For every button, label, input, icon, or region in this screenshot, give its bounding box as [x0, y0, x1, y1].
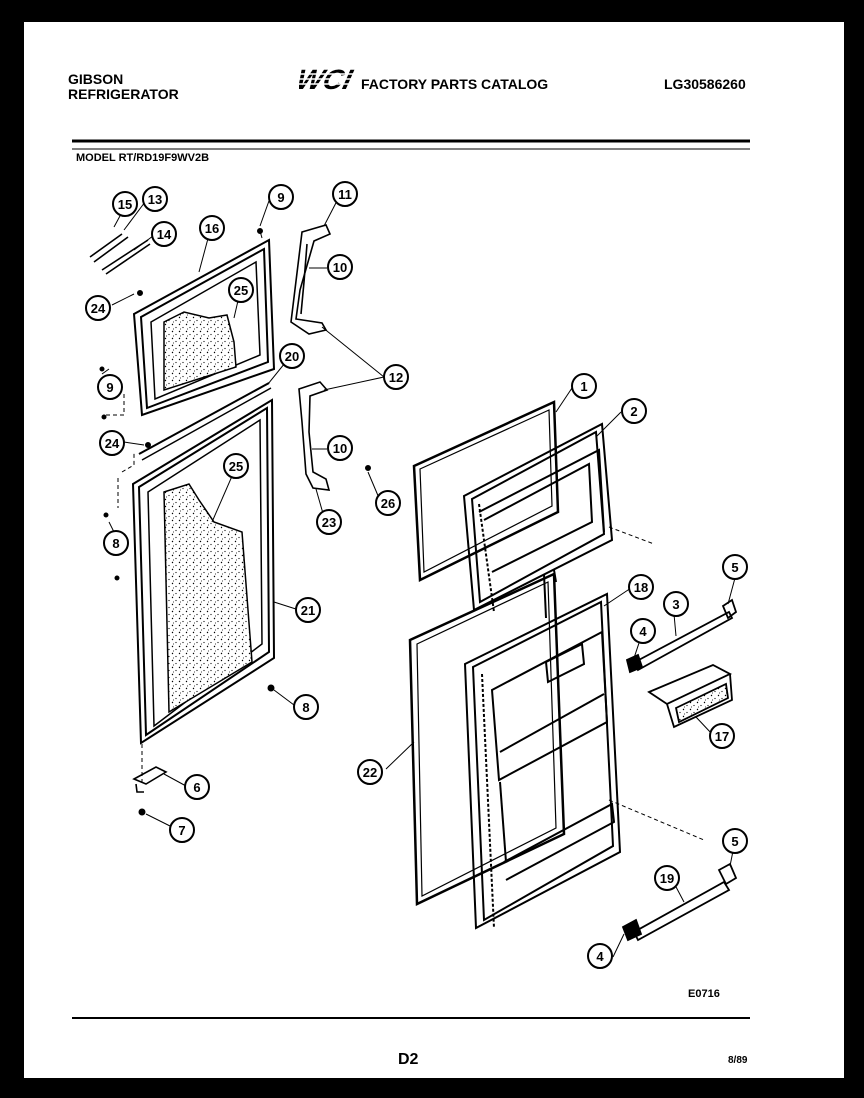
fresh-food-door — [131, 382, 276, 745]
svg-text:4: 4 — [596, 949, 604, 964]
svg-text:9: 9 — [277, 190, 284, 205]
svg-text:19: 19 — [660, 871, 674, 886]
freezer-door — [132, 238, 276, 417]
freezer-door-liner — [462, 422, 614, 613]
lower-door-rack — [621, 862, 738, 942]
callout-26: 26 — [375, 490, 401, 516]
svg-text:25: 25 — [229, 459, 243, 474]
callout-18: 18 — [628, 574, 654, 600]
callout-11: 11 — [332, 181, 358, 207]
fresh-food-door-liner — [463, 569, 622, 930]
svg-text:5: 5 — [731, 834, 738, 849]
parts-diagram-page: GIBSON REFRIGERATOR WCI FACTORY PARTS CA… — [24, 22, 844, 1078]
callout-15: 15 — [112, 191, 138, 217]
callout-5-upper: 5 — [722, 554, 748, 580]
svg-text:18: 18 — [634, 580, 648, 595]
svg-text:12: 12 — [389, 370, 403, 385]
svg-text:9: 9 — [106, 380, 113, 395]
svg-text:14: 14 — [157, 227, 172, 242]
wci-logo: WCI — [293, 64, 359, 96]
callout-4-upper: 4 — [630, 618, 656, 644]
svg-text:22: 22 — [363, 765, 377, 780]
svg-text:25: 25 — [234, 283, 248, 298]
svg-text:21: 21 — [301, 603, 315, 618]
svg-text:8: 8 — [302, 700, 309, 715]
callout-10-upper: 10 — [327, 254, 353, 280]
callout-25-lower: 25 — [223, 453, 249, 479]
callout-9-lower: 9 — [97, 374, 123, 400]
svg-text:1: 1 — [580, 379, 587, 394]
callout-5-lower: 5 — [722, 828, 748, 854]
callout-21: 21 — [295, 597, 321, 623]
svg-text:11: 11 — [338, 187, 352, 202]
lower-hinge — [298, 381, 331, 491]
logo-wordmark: WCI — [299, 64, 356, 94]
callout-19: 19 — [654, 865, 680, 891]
callout-6: 6 — [184, 774, 210, 800]
svg-text:5: 5 — [731, 560, 738, 575]
exploded-view-diagram: 15 13 14 16 9 11 10 24 25 12 9 20 1 2 24… — [72, 139, 750, 1019]
svg-text:13: 13 — [148, 192, 162, 207]
svg-text:10: 10 — [333, 260, 347, 275]
callout-13: 13 — [142, 186, 168, 212]
freezer-gasket — [412, 400, 560, 582]
upper-hinge — [290, 224, 332, 335]
model-number: MODEL RT/RD19F9WV2B — [76, 152, 210, 164]
svg-text:4: 4 — [639, 624, 647, 639]
callout-20: 20 — [279, 343, 305, 369]
callouts: 15 13 14 16 9 11 10 24 25 12 9 20 1 2 24… — [85, 181, 748, 969]
brand-product: REFRIGERATOR — [68, 86, 179, 102]
dashed-guides — [106, 394, 705, 841]
callout-12: 12 — [383, 364, 409, 390]
fasteners — [99, 228, 371, 816]
callout-25-upper: 25 — [228, 277, 254, 303]
fresh-food-gasket — [408, 572, 566, 906]
callout-8-lower: 8 — [293, 694, 319, 720]
callout-10-lower: 10 — [327, 435, 353, 461]
svg-text:24: 24 — [91, 301, 106, 316]
callout-2: 2 — [621, 398, 647, 424]
callout-24-lower: 24 — [99, 430, 125, 456]
trim-strips — [89, 233, 151, 275]
callout-3: 3 — [663, 591, 689, 617]
svg-text:16: 16 — [205, 221, 219, 236]
page-number: D2 — [398, 1051, 419, 1068]
callout-4-lower: 4 — [587, 943, 613, 969]
brand-name: GIBSON — [68, 71, 124, 87]
svg-text:2: 2 — [630, 404, 637, 419]
svg-text:8: 8 — [112, 536, 119, 551]
svg-text:24: 24 — [105, 436, 120, 451]
svg-text:20: 20 — [285, 349, 299, 364]
callout-17: 17 — [709, 723, 735, 749]
callout-23: 23 — [316, 509, 342, 535]
dairy-compartment — [647, 664, 733, 729]
callout-24-upper: 24 — [85, 295, 111, 321]
catalog-title: FACTORY PARTS CATALOG — [361, 76, 549, 92]
svg-text:15: 15 — [118, 197, 132, 212]
callout-22: 22 — [357, 759, 383, 785]
bottom-hinge — [132, 766, 168, 793]
svg-text:23: 23 — [322, 515, 336, 530]
svg-text:6: 6 — [193, 780, 200, 795]
upper-door-rack — [625, 598, 738, 674]
svg-text:3: 3 — [672, 597, 679, 612]
callout-16: 16 — [199, 215, 225, 241]
callout-9-upper: 9 — [268, 184, 294, 210]
svg-text:17: 17 — [715, 729, 729, 744]
svg-text:7: 7 — [178, 823, 185, 838]
callout-14: 14 — [151, 221, 177, 247]
catalog-number: LG30586260 — [664, 76, 746, 92]
callout-8-upper: 8 — [103, 530, 129, 556]
callout-7: 7 — [169, 817, 195, 843]
date-code: 8/89 — [728, 1055, 748, 1066]
brand-label: GIBSON REFRIGERATOR — [68, 72, 179, 102]
svg-text:10: 10 — [333, 441, 347, 456]
svg-text:26: 26 — [381, 496, 395, 511]
callout-1: 1 — [571, 373, 597, 399]
diagram-reference-code: E0716 — [688, 988, 720, 1000]
